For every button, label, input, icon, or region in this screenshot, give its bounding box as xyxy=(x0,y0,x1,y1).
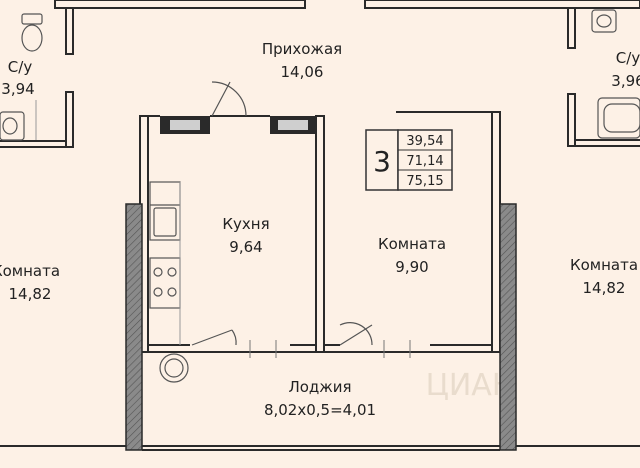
bath-right-name: С/у xyxy=(616,49,640,67)
loggia-area: 8,02x0,5=4,01 xyxy=(264,401,376,419)
room-right-area: 14,82 xyxy=(583,279,626,297)
room-left-name: Комната xyxy=(0,262,60,280)
room-left-area: 14,82 xyxy=(9,285,52,303)
total-area-with-loggia: 75,15 xyxy=(406,174,443,189)
room-center-area: 9,90 xyxy=(395,258,428,276)
total-area: 71,14 xyxy=(406,154,443,169)
bath-left-area: 3,94 xyxy=(1,80,34,98)
hall-name: Прихожая xyxy=(262,40,342,58)
top-walls xyxy=(54,0,640,9)
toilet-icon xyxy=(21,13,43,52)
living-area: 39,54 xyxy=(406,134,443,149)
bath-left-name: С/у xyxy=(8,58,33,76)
hall-door xyxy=(211,81,247,117)
kitchen-name: Кухня xyxy=(222,215,269,233)
room-center-name: Комната xyxy=(378,235,446,253)
sink-icon xyxy=(0,111,25,141)
sink-right-icon xyxy=(591,9,617,33)
bathtub-icon xyxy=(597,97,640,139)
bath-right-area: 3,96 xyxy=(611,72,640,90)
stove-icon xyxy=(149,257,181,309)
loggia-window-marks xyxy=(249,340,411,358)
bearing-wall-right xyxy=(499,203,517,451)
balcony-door-center xyxy=(339,322,373,346)
vent-block-right xyxy=(270,116,316,134)
boiler-icon xyxy=(159,353,189,383)
kitchen-area: 9,64 xyxy=(229,238,262,256)
room-right-name: Комната xyxy=(570,256,638,274)
loggia-walls xyxy=(0,351,640,451)
loggia-name: Лоджия xyxy=(288,378,351,396)
apartment-badge: 3 39,54 71,14 75,15 xyxy=(365,129,453,191)
bath-left-walls xyxy=(0,7,74,148)
bearing-wall-left xyxy=(125,203,143,451)
vent-block-left xyxy=(160,116,210,134)
rooms-count: 3 xyxy=(373,145,391,178)
bath-right-walls xyxy=(567,7,640,147)
kitchen-sink-icon xyxy=(149,181,181,241)
hall-area: 14,06 xyxy=(281,63,324,81)
balcony-door-kitchen xyxy=(191,329,237,346)
